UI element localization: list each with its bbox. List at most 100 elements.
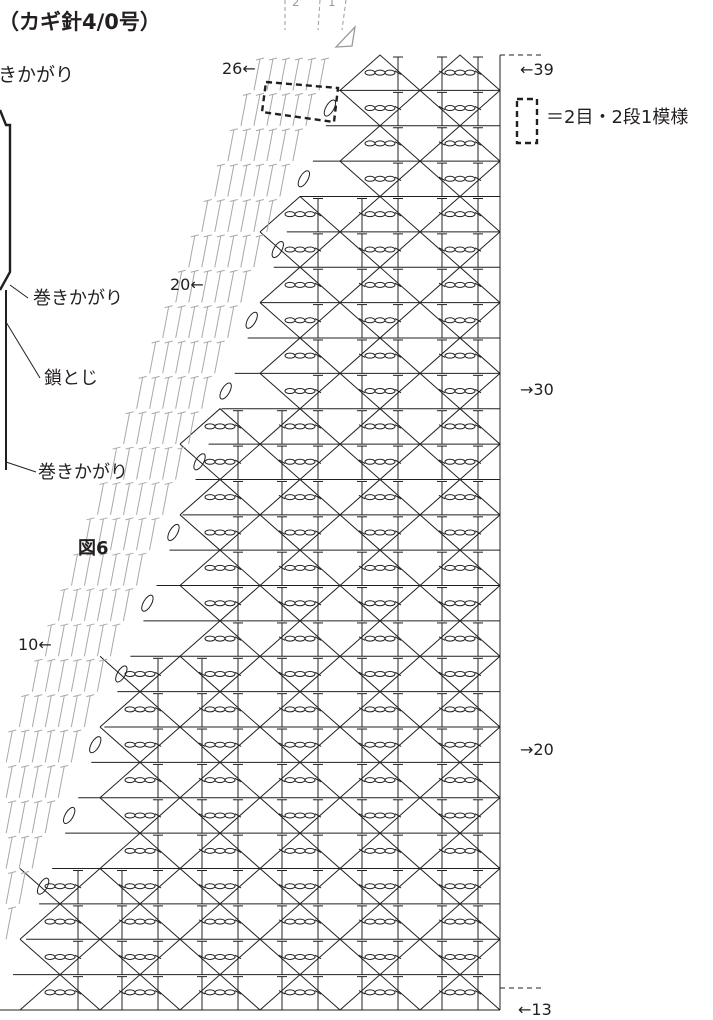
chain-stitch-icon <box>284 706 296 713</box>
grey-stitch-top-icon <box>21 729 30 733</box>
grey-stitch-top-icon <box>281 128 291 132</box>
chain-stitch-icon <box>464 600 476 607</box>
grey-stitch-icon <box>266 200 274 232</box>
chain-stitch-icon <box>464 69 476 76</box>
grey-stitch-top-icon <box>34 764 43 768</box>
treble-tick-icon <box>278 424 286 429</box>
diamond-stroke <box>259 868 341 905</box>
diamond-stroke <box>419 266 501 303</box>
grey-stitch-top-icon <box>242 198 251 202</box>
grey-stitch-icon <box>188 271 196 303</box>
diamond-stroke <box>419 797 501 834</box>
grey-stitch-icon <box>18 766 26 798</box>
chain-stitch-icon <box>364 918 376 925</box>
chain-stitch-icon <box>304 423 316 430</box>
chain-stitch-icon <box>454 105 466 112</box>
treble-tick-icon <box>394 954 402 960</box>
chain-stitch-icon <box>364 812 376 819</box>
diamond-stroke <box>339 973 421 1011</box>
treble-tick-icon <box>154 671 162 677</box>
chain-stitch-icon <box>134 741 146 748</box>
chain-stitch-icon <box>204 564 216 571</box>
chain-stitch-icon <box>64 953 76 960</box>
grey-stitch-icon <box>31 730 39 763</box>
grey-stitch-icon <box>279 58 287 91</box>
chain-stitch-icon <box>54 918 66 925</box>
chain-stitch-icon <box>204 847 216 854</box>
chain-stitch-icon <box>374 706 386 713</box>
chain-stitch-icon <box>284 670 296 677</box>
chain-stitch-icon <box>384 953 396 960</box>
chain-stitch-icon <box>454 352 466 359</box>
grey-stitch-top-icon <box>99 658 108 662</box>
row-marker-10: 10← <box>18 635 52 654</box>
grey-stitch-top-icon <box>281 163 290 167</box>
grey-stitch-icon <box>318 58 326 91</box>
diamond-stroke <box>419 231 501 268</box>
chain-stitch-icon <box>444 388 456 395</box>
treble-tick-icon <box>314 353 322 358</box>
treble-tick-icon <box>394 601 402 606</box>
treble-tick-icon <box>358 459 366 464</box>
grey-stitch-top-icon <box>242 163 251 167</box>
chain-stitch-icon <box>374 600 386 607</box>
treble-tick-icon <box>278 565 286 571</box>
grey-stitch-icon <box>266 129 274 162</box>
treble-tick-icon <box>474 70 482 75</box>
treble-tick-icon <box>438 211 446 217</box>
edge-loop-icon <box>167 523 180 542</box>
diamond-stroke <box>339 443 421 481</box>
grey-stitch-top-icon <box>229 163 238 167</box>
chart-stitches <box>0 54 545 1011</box>
grey-stitch-top-icon <box>229 198 238 202</box>
treble-tick-icon <box>314 282 322 288</box>
grey-stitch-icon <box>44 766 52 798</box>
treble-tick-icon <box>474 105 482 111</box>
chain-stitch-icon <box>464 175 476 182</box>
chain-stitch-icon <box>364 246 376 253</box>
grey-stitch-top-icon <box>177 269 186 273</box>
chain-stitch-icon <box>454 847 466 854</box>
treble-tick-icon <box>314 388 322 394</box>
grey-stitch-icon <box>96 660 104 692</box>
grey-stitch-top-icon <box>60 729 69 733</box>
chain-stitch-icon <box>464 953 476 960</box>
grey-stitch-top-icon <box>125 411 134 415</box>
chart-grey-stitches <box>5 57 330 940</box>
chain-stitch-icon <box>464 352 476 359</box>
treble-tick-icon <box>314 565 322 571</box>
treble-tick-icon <box>438 954 446 960</box>
diamond-stroke <box>339 514 421 551</box>
grey-stitch-icon <box>83 624 91 657</box>
treble-tick-icon <box>358 813 366 818</box>
treble-tick-icon <box>394 353 402 358</box>
treble-tick-icon <box>394 777 402 783</box>
chain-stitch-icon <box>214 600 226 607</box>
grey-stitch-top-icon <box>112 552 121 556</box>
chain-stitch-icon <box>304 989 316 996</box>
chain-stitch-icon <box>144 953 156 960</box>
grey-stitch-top-icon <box>60 623 69 627</box>
grey-stitch-icon <box>201 306 209 339</box>
chain-stitch-icon <box>454 69 466 76</box>
chain-stitch-icon <box>124 953 136 960</box>
grey-stitch-icon <box>70 695 78 728</box>
diamond-stroke <box>259 797 341 834</box>
grey-stitch-icon <box>240 94 248 126</box>
grey-stitch-icon <box>57 660 65 692</box>
chain-stitch-icon <box>374 211 386 218</box>
grey-stitch-icon <box>175 447 183 480</box>
treble-tick-icon <box>474 671 482 677</box>
treble-tick-icon <box>314 848 322 854</box>
grey-stitch-top-icon <box>21 694 30 698</box>
treble-tick-icon <box>314 954 322 960</box>
chain-stitch-icon <box>144 777 156 784</box>
grey-stitch-icon <box>136 447 144 480</box>
grey-stitch-top-icon <box>34 835 43 839</box>
chain-stitch-icon <box>284 317 296 324</box>
chain-stitch-icon <box>464 777 476 784</box>
chain-stitch-icon <box>294 529 306 536</box>
treble-tick-icon <box>394 494 402 500</box>
chain-stitch-icon <box>384 69 396 76</box>
treble-tick-icon <box>394 318 402 323</box>
